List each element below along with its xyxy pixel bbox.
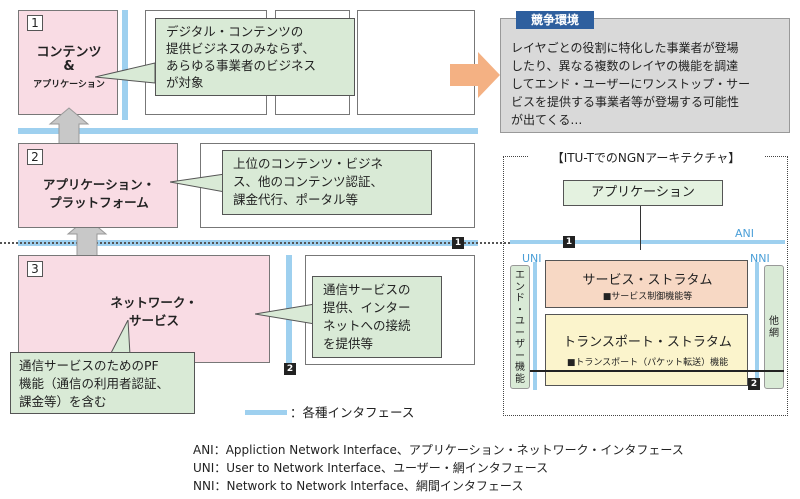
ngn-ani-label: ANI: [735, 227, 754, 240]
interface-line-v1: [122, 10, 128, 120]
callout-4-line-2: 機能（通信の利用者認証、: [19, 376, 170, 391]
ngn-ani-line: [510, 240, 785, 244]
competition-box: レイヤごとの役割に特化した事業者が登場 したり、異なる複数のレイヤの機能を調達 …: [500, 18, 790, 133]
layer2-number: 2: [27, 149, 43, 165]
footnote-ani: ANI：Appliction Network Interface、アプリケーショ…: [193, 443, 684, 457]
layer1-amp: &: [63, 59, 75, 74]
footnote-nni: NNI：Network to Network Interface、網間インタフェ…: [193, 479, 524, 493]
callout-2-tail: [169, 170, 226, 200]
right-arrow: [450, 52, 500, 98]
ngn-transport-sub: ■トランスポート（パケット転送）機能: [566, 358, 729, 368]
ngn-enduser-box: エ ン ド ・ ユ ー ザ ー 機 能: [510, 265, 530, 389]
callout-1: デジタル・コンテンツの 提供ビジネスのみならず、 あらゆる事業者のビジネス が対…: [155, 18, 355, 96]
callout-3-line-4: を提供等: [323, 336, 374, 351]
ngn-application-box: アプリケーション: [563, 180, 723, 206]
ngn-enduser-char-6: ー: [515, 327, 525, 339]
competition-line-2: したり、異なる複数のレイヤの機能を調達: [511, 59, 739, 73]
footnote-uni: UNI：User to Network Interface、ユーザー・網インタフ…: [193, 461, 549, 475]
layer2-title-2: プラットフォーム: [49, 195, 149, 210]
ngn-other-network-box: 他 網: [764, 265, 784, 389]
layer3-title-2: サービス: [128, 313, 179, 328]
marker-1-right: 1: [563, 236, 575, 248]
callout-3-tail: [254, 300, 316, 330]
ngn-service-sub: ■サービス制御機能等: [602, 292, 693, 302]
callout-4: 通信サービスのためのPF 機能（通信の利用者認証、 課金等）を含む: [10, 352, 195, 414]
callout-1-line-3: あらゆる事業者のビジネス: [166, 58, 317, 73]
callout-3-line-3: ネットへの接続: [323, 318, 411, 333]
callout-4-tail: [100, 318, 140, 356]
layer3-title-1: ネットワーク・: [110, 295, 198, 310]
ngn-uni-label: UNI: [522, 252, 542, 265]
competition-title: 競争環境: [516, 11, 594, 29]
interface-line-h1: [18, 128, 478, 134]
ngn-transport-stratum: トランスポート・ストラタム ■トランスポート（パケット転送）機能: [545, 314, 748, 386]
layer1-number: 1: [27, 15, 43, 31]
competition-line-3: してエンド・ユーザーにワンストップ・サー: [511, 77, 751, 91]
ngn-other-char-2: 網: [769, 328, 779, 339]
callout-3: 通信サービスの 提供、インター ネットへの接続 を提供等: [312, 276, 442, 358]
layer1-subtitle: アプリケーション: [33, 80, 105, 90]
legend-line: [245, 410, 287, 415]
callout-2-line-1: 上位のコンテンツ・ビジネ: [233, 156, 384, 171]
callout-1-line-2: 提供ビジネスのみならず、: [166, 41, 315, 56]
ngn-nni-line: [755, 262, 759, 390]
marker-2-right: 2: [748, 378, 760, 390]
layer1-box-4: [357, 10, 475, 115]
ngn-service-title: サービス・ストラタム: [582, 273, 713, 288]
ngn-uni-line: [533, 262, 537, 390]
layer3-box: 3 ネットワーク・ サービス: [18, 255, 270, 363]
ngn-nni-label: NNI: [750, 252, 770, 265]
ngn-transport-title: トランスポート・ストラタム: [563, 335, 732, 350]
callout-3-line-2: 提供、インター: [323, 300, 411, 315]
layer1-box: 1 コンテンツ & アプリケーション: [18, 10, 118, 115]
competition-line-5: が出てくる…: [511, 113, 583, 127]
competition-line-4: ビスを提供する事業者等が登場する可能性: [511, 95, 740, 109]
ngn-service-stratum: サービス・ストラタム ■サービス制御機能等: [545, 260, 748, 308]
marker-2-left: 2: [284, 363, 296, 375]
legend-text: ：各種インタフェース: [290, 405, 415, 420]
ngn-transport-link-line: [530, 370, 784, 372]
callout-2-line-3: 課金代行、ポータル等: [233, 192, 359, 207]
callout-4-line-1: 通信サービスのためのPF: [19, 358, 159, 373]
layer2-title-1: アプリケーション・: [42, 177, 156, 192]
ngn-title: 【ITU-TでのNGNアーキテクチャ】: [528, 149, 764, 166]
layer3-number: 3: [27, 261, 43, 277]
ngn-enduser-char-8: ー: [515, 350, 525, 362]
callout-1-tail: [94, 55, 156, 95]
ngn-enduser-char-3: ド: [515, 293, 525, 304]
layer2-box: 2 アプリケーション・ プラットフォーム: [18, 143, 178, 228]
callout-2-line-2: ス、他のコンテンツ認証、: [233, 174, 384, 189]
callout-1-line-4: が対象: [166, 75, 204, 90]
dotted-separator: [0, 242, 510, 244]
ngn-enduser-char-2: ン: [515, 281, 525, 293]
layer1-title: コンテンツ: [36, 45, 102, 60]
up-arrow-1: [48, 106, 90, 147]
ngn-enduser-char-7: ザ: [515, 339, 525, 350]
competition-line-1: レイヤごとの役割に特化した事業者が登場: [511, 41, 739, 55]
callout-2: 上位のコンテンツ・ビジネ ス、他のコンテンツ認証、 課金代行、ポータル等: [222, 150, 432, 215]
ngn-enduser-char-9: 機: [515, 362, 525, 373]
ngn-enduser-char-1: エ: [515, 270, 525, 281]
ngn-other-char-1: 他: [769, 316, 779, 327]
ngn-enduser-char-10: 能: [515, 373, 525, 385]
ngn-enduser-char-5: ユ: [515, 316, 525, 327]
marker-1-left: 1: [452, 237, 464, 249]
ngn-app-connector: [640, 206, 641, 250]
ngn-enduser-char-4: ・: [515, 304, 525, 316]
callout-4-line-3: 課金等）を含む: [19, 394, 107, 409]
callout-1-line-1: デジタル・コンテンツの: [166, 24, 304, 39]
callout-3-line-1: 通信サービスの: [323, 282, 411, 297]
